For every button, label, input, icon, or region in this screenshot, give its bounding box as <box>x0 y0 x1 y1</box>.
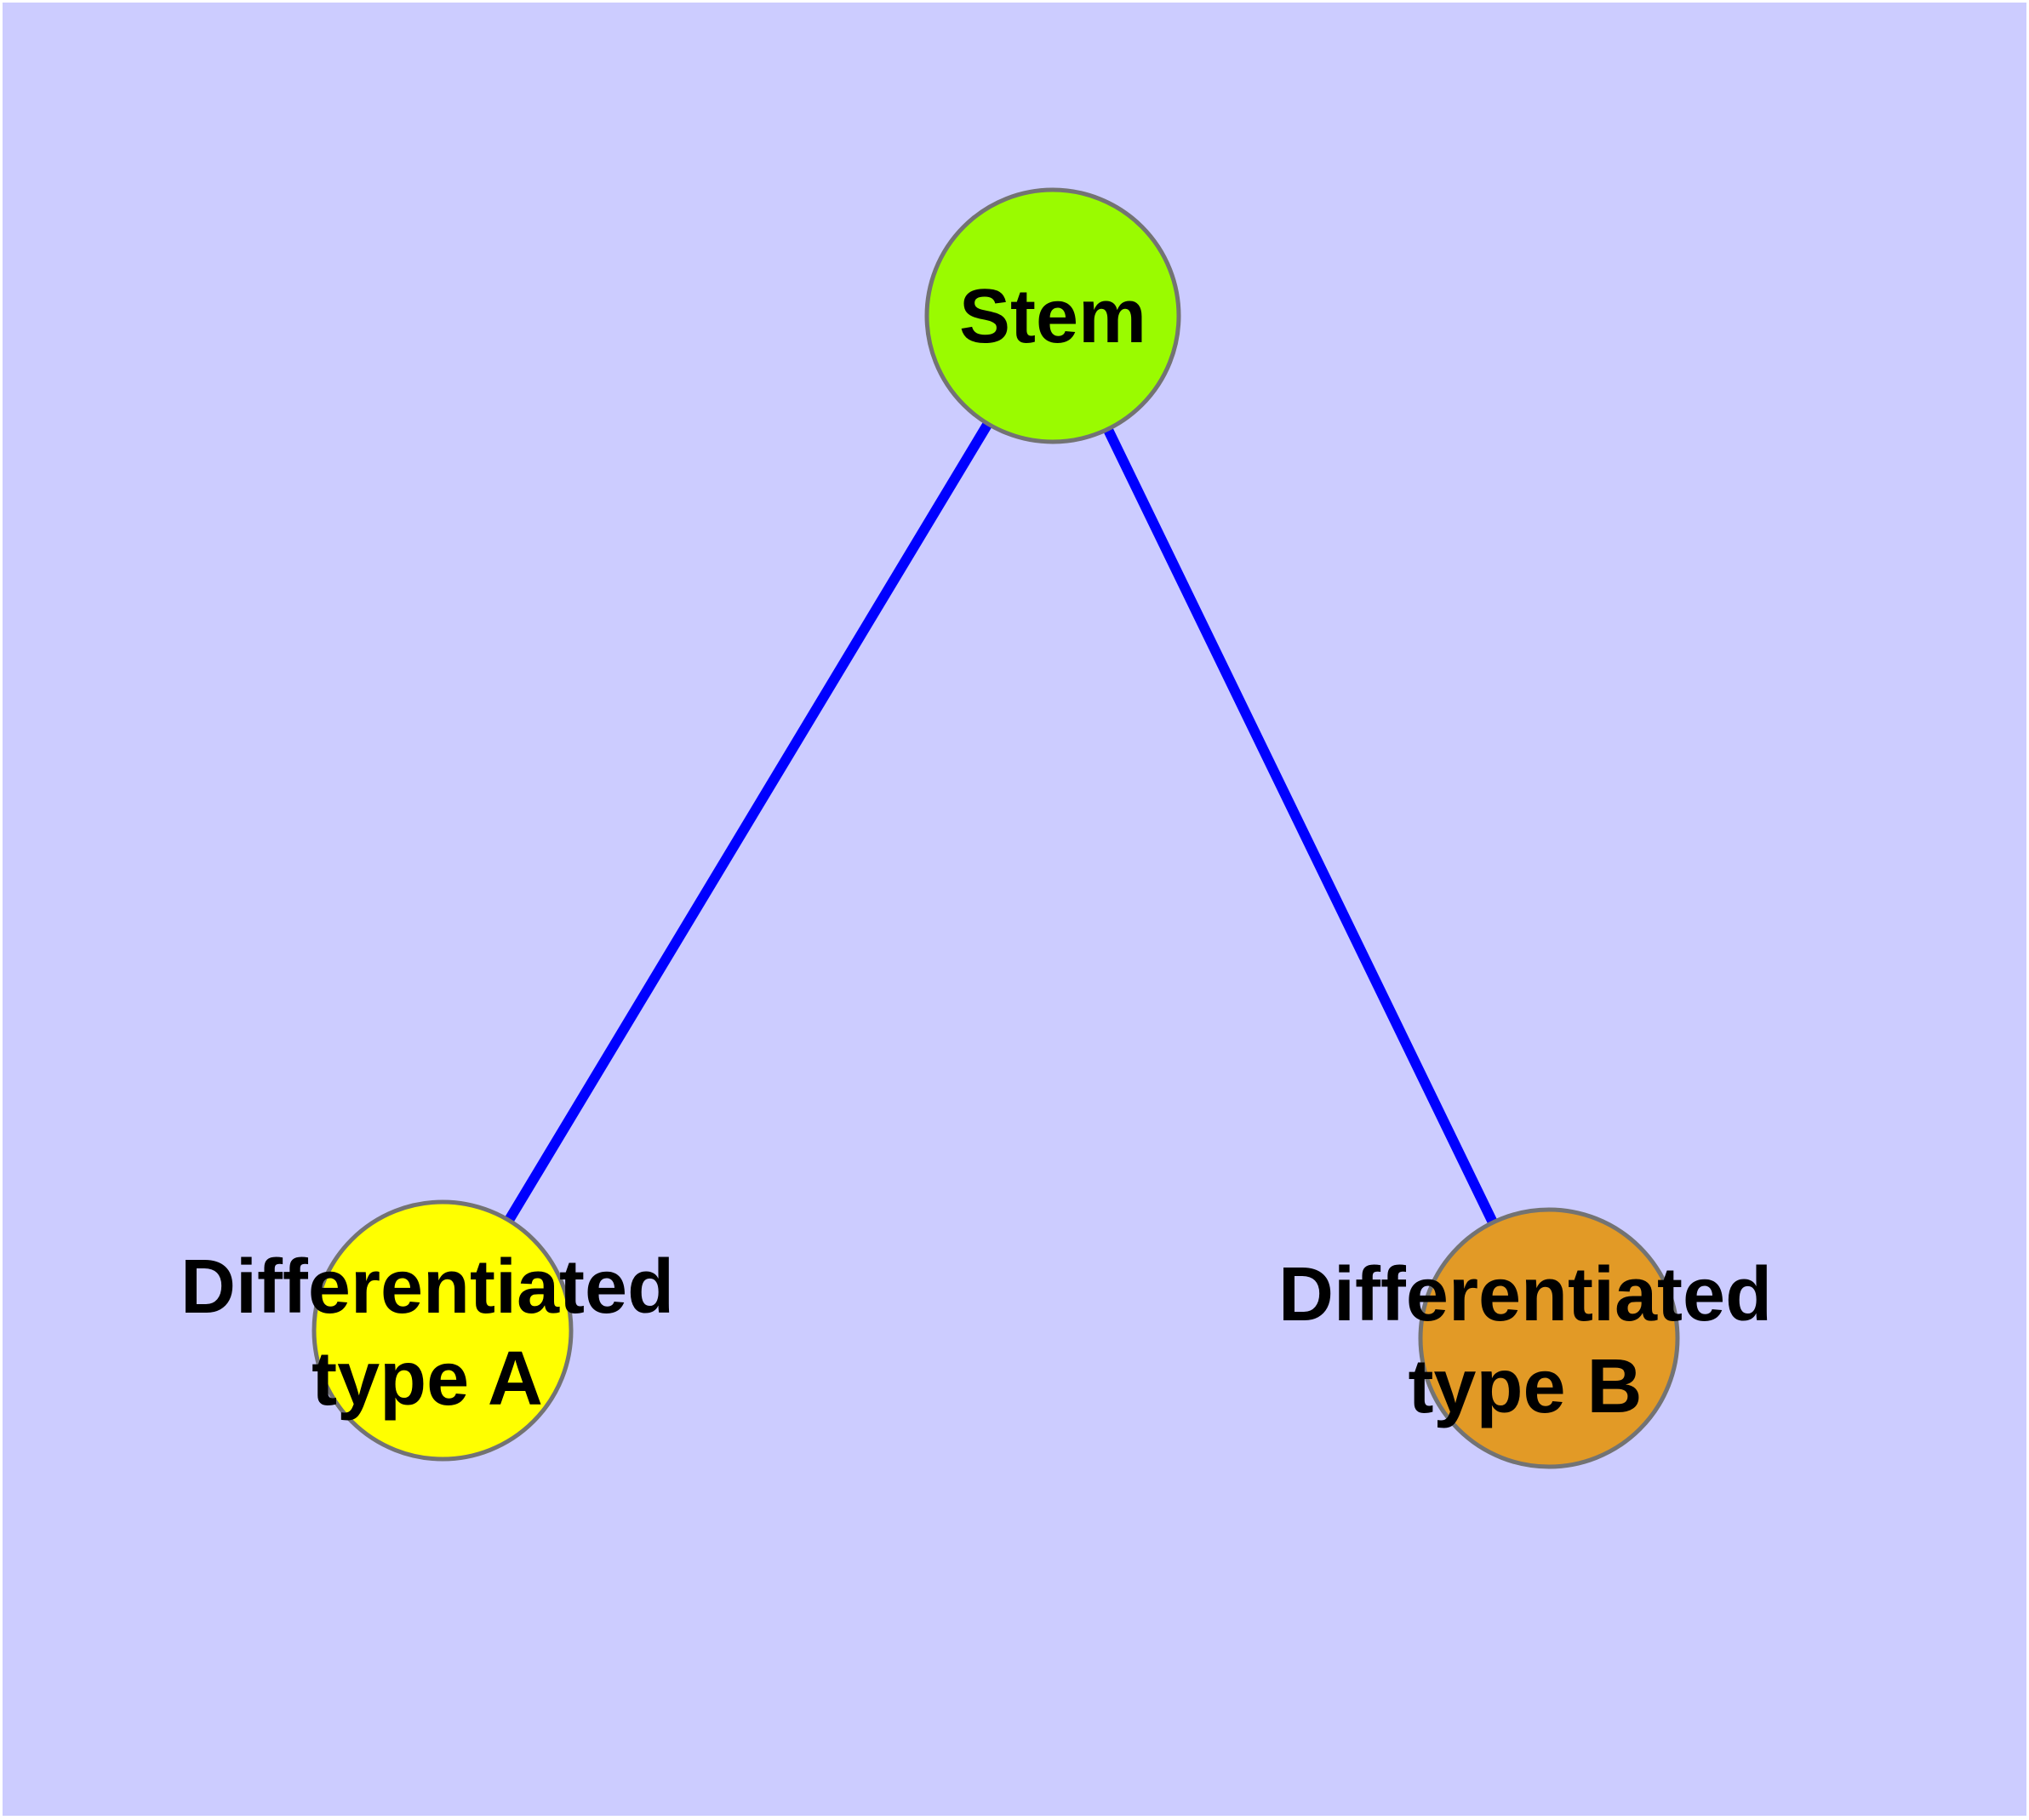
node-type-b-circle <box>1418 1207 1680 1469</box>
node-type-a-label: Differentiated type A <box>180 1245 675 1422</box>
edge-stem-to-type-b <box>1048 313 1554 1341</box>
node-stem-label: Stem <box>958 274 1147 359</box>
node-type-b-label: Differentiated type B <box>1277 1252 1773 1429</box>
node-stem-circle <box>924 187 1181 444</box>
node-type-a-circle <box>311 1199 574 1462</box>
edge-stem-to-type-a <box>437 312 1058 1334</box>
